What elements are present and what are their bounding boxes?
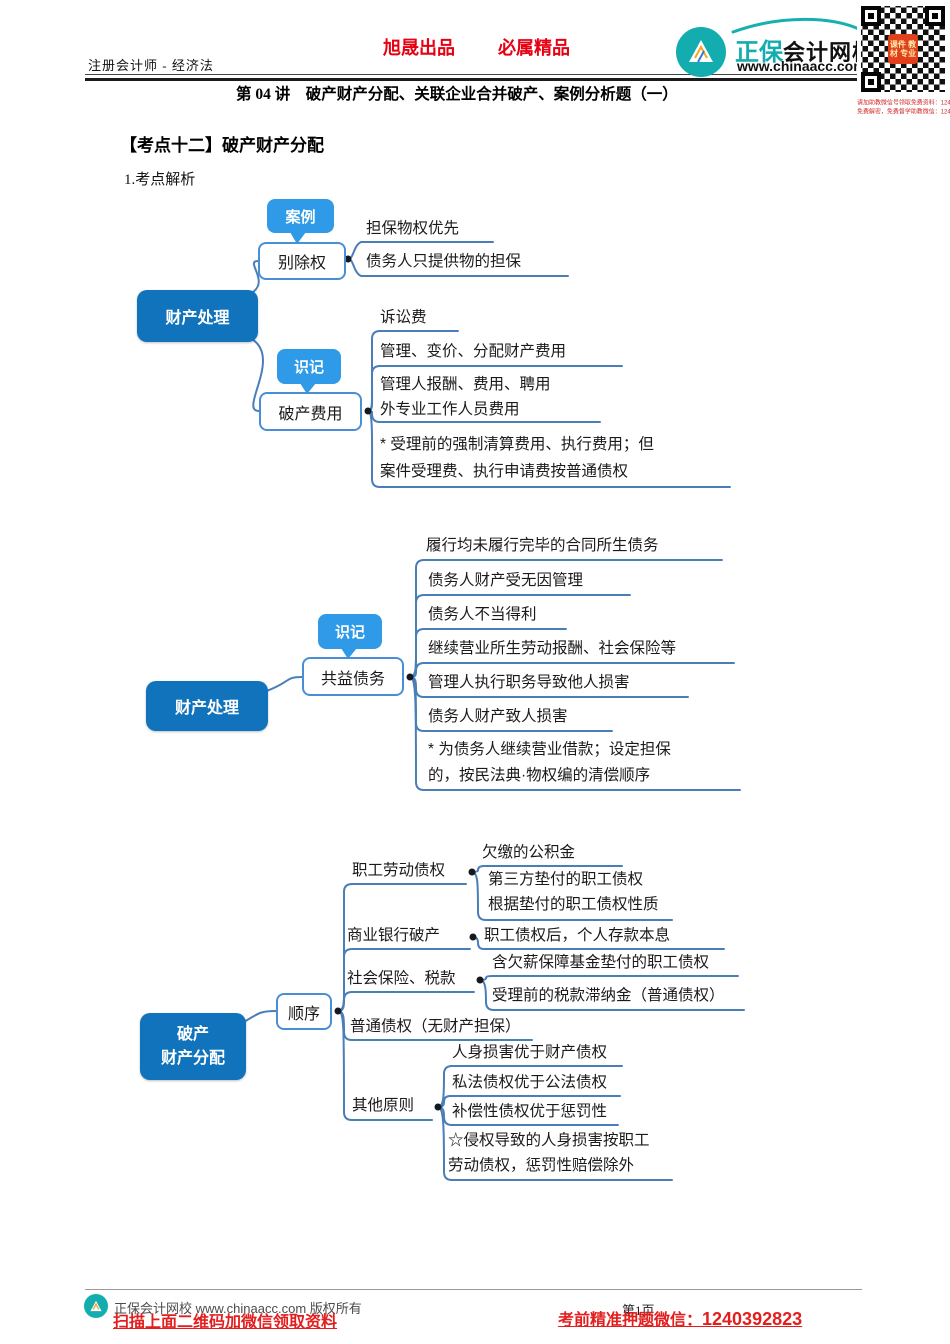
leaf-item: * 受理前的强制清算费用、执行费用；但 案件受理费、执行申请费按普通债权 bbox=[380, 436, 654, 480]
leaf-item: 私法债权优于公法债权 bbox=[452, 1074, 608, 1091]
qr-center-badge: 课件 教材 专业 bbox=[888, 34, 918, 64]
branch-label: 社会保险、税款 bbox=[347, 970, 456, 987]
leaf-item: 诉讼费 bbox=[380, 309, 427, 326]
header-rule-thick bbox=[85, 78, 862, 81]
leaf-item: 受理前的税款滞纳金（普通债权） bbox=[492, 987, 725, 1004]
lecture-title: 第 04 讲 破产财产分配、关联企业合并破产、案例分析题（一） bbox=[236, 86, 678, 103]
leaf-item: 管理人报酬、费用、聘用 外专业工作人员费用 bbox=[380, 376, 551, 418]
footer-rule bbox=[85, 1289, 862, 1290]
leaf-item: ☆侵权导致的人身损害按职工 劳动债权，惩罚性赔偿除外 bbox=[448, 1132, 650, 1174]
leaf-item: 含欠薪保障基金垫付的职工债权 bbox=[492, 954, 710, 971]
leaf-item: 债务人只提供物的担保 bbox=[366, 253, 522, 270]
leaf-item: 担保物权优先 bbox=[366, 220, 460, 237]
qr-caption-line1: 请加助教微信号领取免费资料：1240392823 bbox=[857, 100, 950, 107]
promo-right-text: 必属精品 bbox=[498, 38, 570, 58]
section-subheading: 1.考点解析 bbox=[124, 172, 196, 188]
copyright-text: 正保会计网校 www.chinaacc.com 版权所有 bbox=[114, 1301, 362, 1316]
course-label: 注册会计师 - 经济法 bbox=[88, 58, 214, 73]
branch-label: 商业银行破产 bbox=[347, 927, 441, 944]
root-node-bankruptcy-distribution: 破产 财产分配 bbox=[140, 1013, 246, 1080]
promo-left-text: 旭晟出品 bbox=[383, 38, 455, 58]
root-node-property-disposal-2: 财产处理 bbox=[146, 681, 268, 731]
leaf-item: 职工债权后，个人存款本息 bbox=[484, 927, 671, 944]
qr-code: 课件 教材 专业 bbox=[857, 2, 949, 96]
leaf-item: 履行均未履行完毕的合同所生债务 bbox=[426, 537, 659, 554]
leaf-item: 人身损害优于财产债权 bbox=[452, 1044, 608, 1061]
page-number: 第1页 bbox=[622, 1303, 655, 1318]
leaf-item: 继续营业所生劳动报酬、社会保险等 bbox=[428, 640, 677, 657]
topic-node-common-benefit-debt: 共益债务 bbox=[302, 657, 404, 696]
footer-logo-icon bbox=[84, 1294, 108, 1318]
branch-label: 职工劳动债权 bbox=[352, 862, 446, 879]
tag-badge-case: 案例 bbox=[267, 199, 334, 233]
qr-finder-icon bbox=[861, 6, 881, 26]
brand-logo-icon bbox=[676, 27, 726, 77]
qr-caption-line2: 免费解密，免费督学助教微信：1240392823 bbox=[857, 109, 950, 116]
branch-label: 普通债权（无财产担保） bbox=[350, 1018, 521, 1035]
tag-badge-memorize-1: 识记 bbox=[277, 349, 341, 384]
leaf-item: 欠缴的公积金 bbox=[482, 844, 576, 861]
topic-node-bankruptcy-expenses: 破产费用 bbox=[259, 392, 362, 431]
wechat-number: 1240392823 bbox=[702, 1309, 803, 1329]
leaf-item: 管理、变价、分配财产费用 bbox=[380, 343, 567, 360]
qr-finder-icon bbox=[861, 72, 881, 92]
branch-label: 其他原则 bbox=[352, 1097, 415, 1114]
wechat-tip: 考前精准押题微信：1240392823 bbox=[558, 1306, 802, 1330]
leaf-item: 债务人财产受无因管理 bbox=[428, 572, 584, 589]
brand-name-accent: 正保 bbox=[735, 39, 783, 66]
leaf-item: 债务人财产致人损害 bbox=[428, 708, 568, 725]
tag-badge-memorize-2: 识记 bbox=[318, 614, 382, 649]
root-node-property-disposal-1: 财产处理 bbox=[137, 290, 258, 342]
topic-node-order: 顺序 bbox=[276, 993, 332, 1030]
brand-swoosh bbox=[731, 17, 863, 34]
section-heading: 【考点十二】破产财产分配 bbox=[120, 136, 324, 155]
leaf-item: * 为债务人继续营业借款；设定担保 的，按民法典·物权编的清偿顺序 bbox=[428, 741, 671, 784]
leaf-item: 补偿性债权优于惩罚性 bbox=[452, 1103, 608, 1120]
header-rule-thin bbox=[85, 74, 862, 75]
brand-url: www.chinaacc.com bbox=[737, 58, 866, 74]
leaf-item: 债务人不当得利 bbox=[428, 606, 537, 623]
topic-node-biechuquan: 别除权 bbox=[258, 242, 346, 280]
scan-tip: 扫描上面二维码加微信领取资料 bbox=[113, 1314, 338, 1331]
qr-finder-icon bbox=[925, 6, 945, 26]
leaf-item: 管理人执行职务导致他人损害 bbox=[428, 674, 630, 691]
wechat-tip-label: 考前精准押题微信： bbox=[558, 1312, 703, 1329]
leaf-item: 第三方垫付的职工债权 根据垫付的职工债权性质 bbox=[488, 871, 659, 913]
